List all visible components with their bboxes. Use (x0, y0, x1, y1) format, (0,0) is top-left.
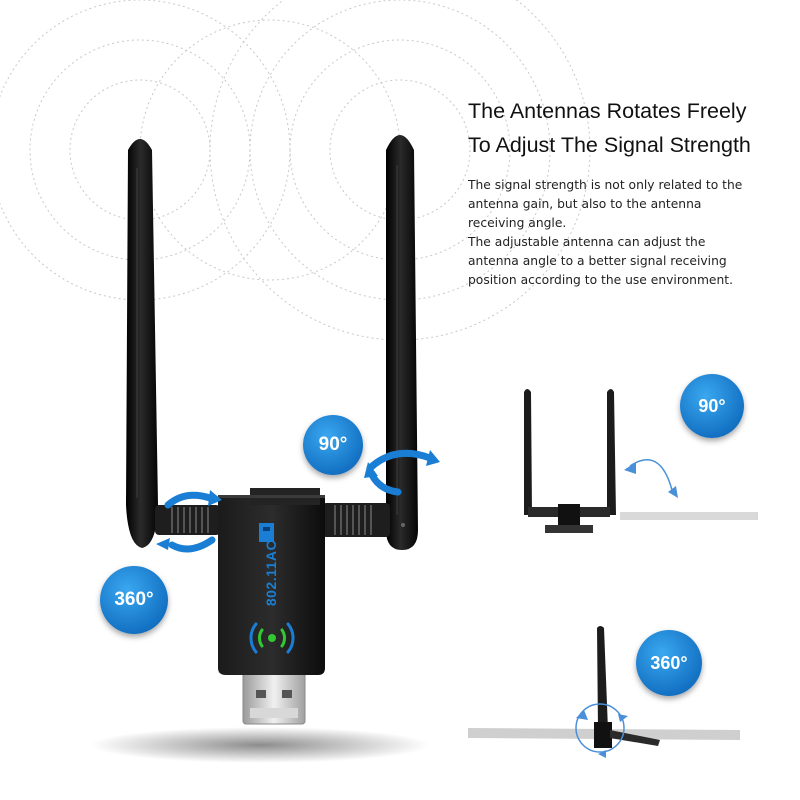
left-antenna-connector (155, 505, 220, 535)
description-line-6: position according to the use environmen… (468, 273, 734, 287)
right-antenna (386, 135, 418, 550)
badge-side-360: 360° (636, 630, 702, 696)
usb-plug (242, 667, 306, 725)
description-line-2: antenna gain, but also to the antenna (468, 197, 702, 211)
description-line-3: receiving angle. (468, 216, 567, 230)
badge-main-90: 90° (303, 415, 363, 475)
device-shadow (90, 727, 430, 763)
headline-line-1: The Antennas Rotates Freely (468, 99, 747, 123)
diagram-90-rotation (524, 389, 758, 533)
description-line-5: antenna angle to a better signal receivi… (468, 254, 727, 268)
left-antenna (126, 139, 158, 548)
device-logo-icon (259, 523, 274, 542)
headline-line-2: To Adjust The Signal Strength (468, 133, 751, 157)
description-line-1: The signal strength is not only related … (468, 178, 743, 192)
badge-main-360: 360° (100, 566, 168, 634)
right-antenna-connector (322, 503, 390, 537)
headline: The Antennas Rotates Freely To Adjust Th… (468, 94, 798, 162)
diagram-360-swivel (468, 626, 740, 758)
signal-icon (249, 622, 295, 654)
left-rotation-arrow-icon (164, 491, 216, 553)
adapter-body (218, 488, 325, 675)
right-rotation-arrow-icon (366, 449, 434, 496)
description: The signal strength is not only related … (468, 176, 794, 290)
badge-side-90: 90° (680, 374, 744, 438)
description-line-4: The adjustable antenna can adjust the (468, 235, 706, 249)
